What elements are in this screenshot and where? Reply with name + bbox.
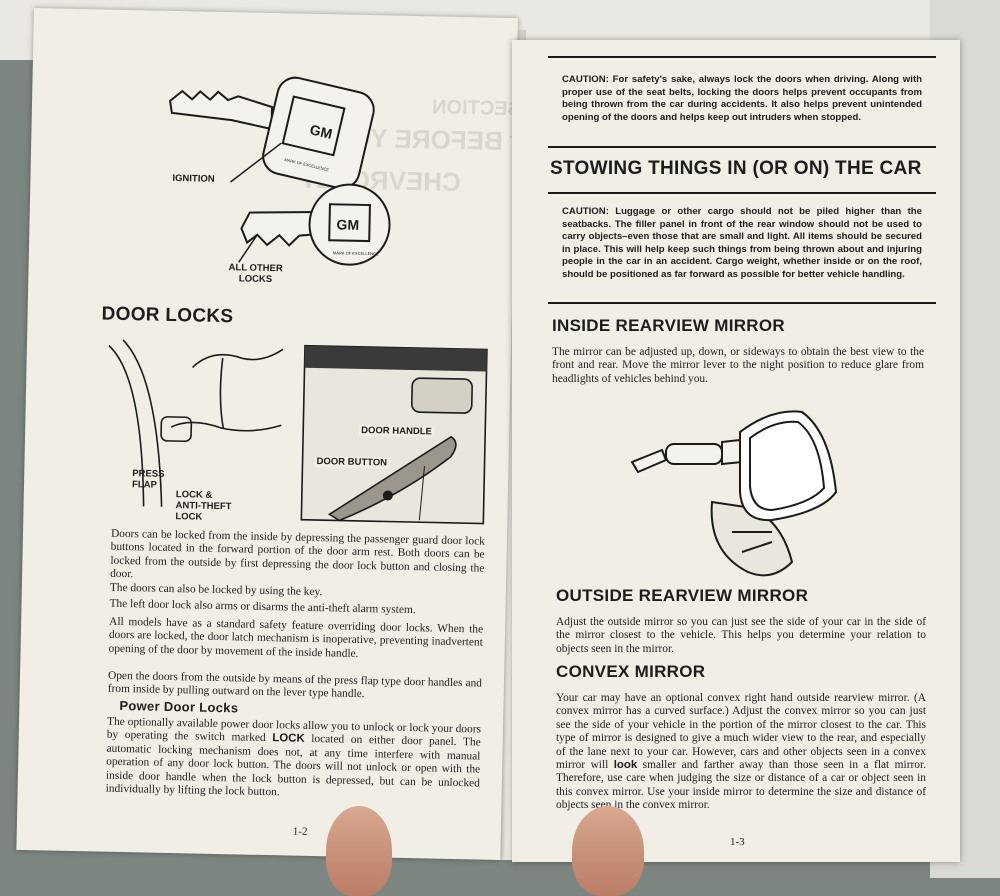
rearview-mirror-illustration	[630, 410, 838, 577]
door-locks-paragraph: Doors can be locked from the inside by d…	[110, 527, 486, 581]
keys-illustration: GM GM MARK OF EXCELLENCE MARK OF EXCELLE…	[169, 76, 391, 266]
all-other-locks-line: ALL OTHER	[228, 262, 283, 275]
all-other-locks-line: LOCKS	[238, 273, 273, 286]
right-thumb	[572, 806, 644, 896]
stowing-heading: STOWING THINGS IN (OR ON) THE CAR	[550, 158, 922, 179]
gm-badge-text: GM	[308, 121, 334, 142]
ignition-key-blade	[169, 89, 273, 131]
caution-cargo: CAUTION: Luggage or other cargo should n…	[562, 206, 922, 280]
lock-anti-theft-line: LOCK	[175, 511, 203, 523]
inside-mirror-paragraph: The mirror can be adjusted up, down, or …	[552, 346, 924, 385]
right-page: CAUTION: For safety's sake, always lock …	[512, 40, 960, 862]
rule	[548, 56, 936, 58]
caution-lock-doors: CAUTION: For safety's sake, always lock …	[562, 74, 922, 123]
left-page: SECTION 1 BEFORE YOU CHEVROLET GM GM MAR…	[16, 8, 521, 860]
door-handle-label: DOOR HANDLE	[359, 424, 435, 438]
rule	[548, 302, 936, 304]
key-mark-text: MARK OF EXCELLENCE	[333, 250, 379, 256]
lock-switch-label: LOCK	[272, 732, 305, 746]
left-thumb	[326, 806, 392, 896]
power-door-locks-paragraph: The optionally available power door lock…	[106, 716, 482, 804]
door-lock-figure	[108, 339, 284, 507]
door-locks-heading: DOOR LOCKS	[101, 303, 234, 328]
rule	[548, 192, 936, 194]
press-flap-line: PRESS	[132, 468, 165, 480]
lock-anti-theft-label: LOCK & ANTI-THEFT LOCK	[175, 489, 232, 523]
door-locks-paragraph: All models have as a standard safety fea…	[108, 615, 484, 660]
inside-mirror-heading: INSIDE REARVIEW MIRROR	[552, 316, 785, 335]
gm-badge-text: GM	[336, 216, 359, 232]
power-door-locks-heading: Power Door Locks	[119, 697, 239, 716]
press-flap-line: FLAP	[131, 479, 157, 491]
convex-mirror-heading: CONVEX MIRROR	[556, 662, 706, 681]
page-number: 1-3	[730, 836, 745, 848]
rule	[548, 146, 936, 148]
outside-mirror-heading: OUTSIDE REARVIEW MIRROR	[556, 586, 809, 605]
all-other-locks-label: ALL OTHER LOCKS	[228, 262, 283, 286]
outside-mirror-paragraph: Adjust the outside mirror so you can jus…	[556, 616, 926, 655]
text-run: Your car may have an optional convex rig…	[556, 692, 926, 772]
door-button-label: DOOR BUTTON	[314, 455, 390, 469]
ignition-label: IGNITION	[172, 172, 215, 185]
page-number: 1-2	[292, 825, 308, 838]
text-run: smaller and farther away than those seen…	[556, 759, 926, 812]
convex-mirror-paragraph: Your car may have an optional convex rig…	[556, 692, 926, 813]
bold-word: look	[613, 759, 638, 772]
press-flap-label: PRESS FLAP	[132, 468, 165, 491]
